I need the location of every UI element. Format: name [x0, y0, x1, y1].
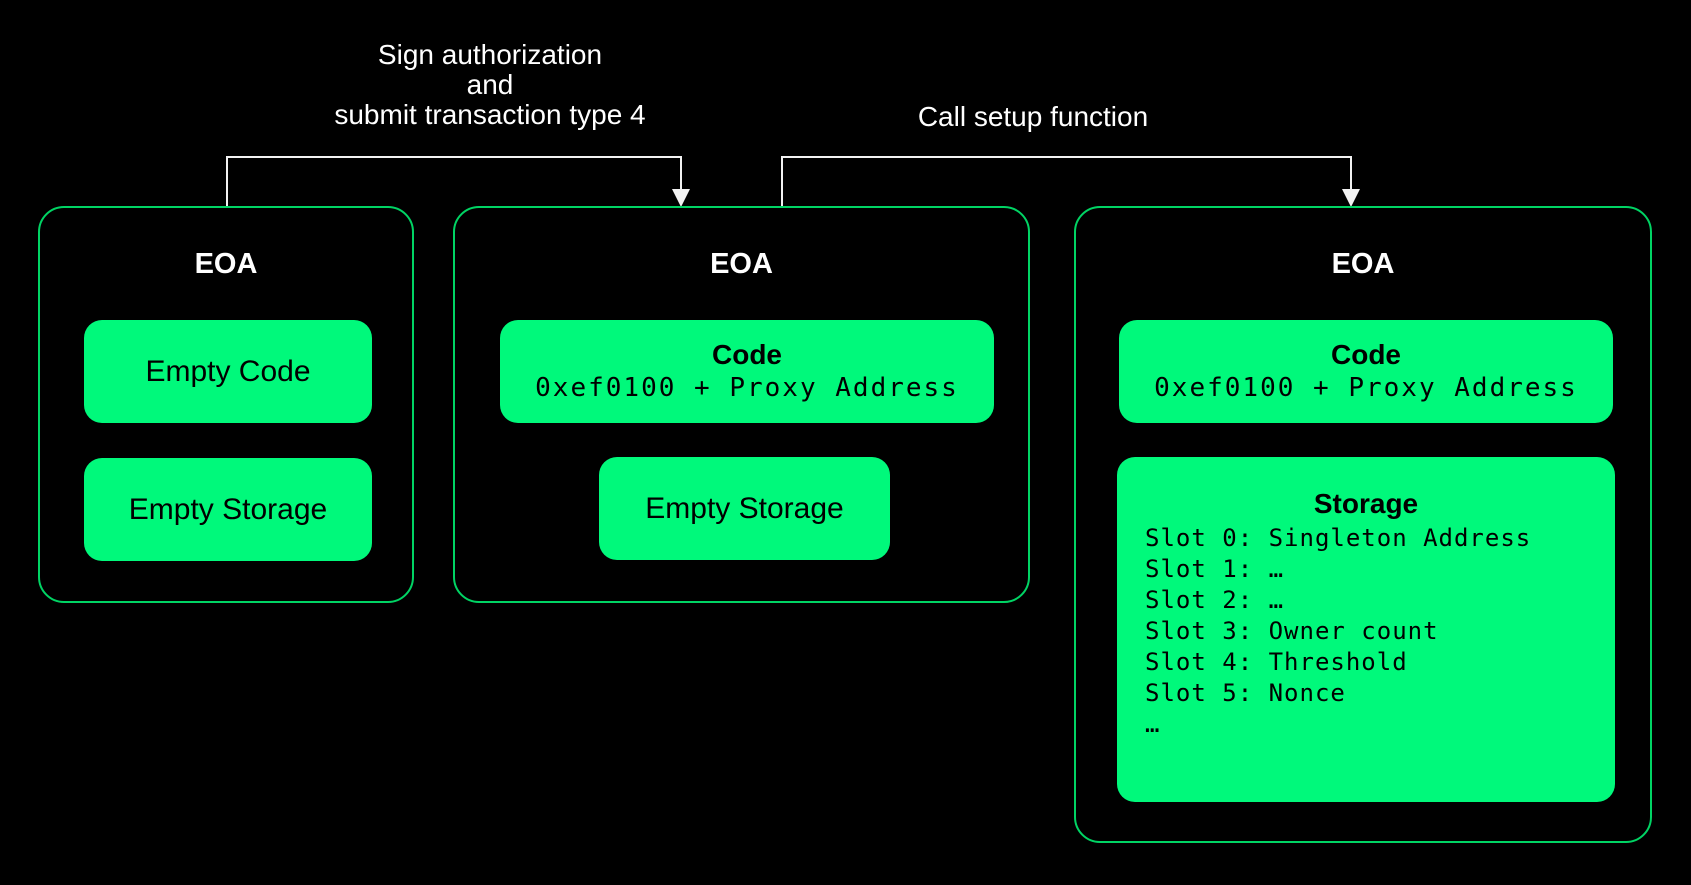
- storage-slot-item: Slot 1: …: [1145, 555, 1285, 583]
- eoa-box-3-code-subtitle: 0xef0100 + Proxy Address: [1154, 373, 1578, 403]
- eoa-box-1: EOA Empty Code Empty Storage: [38, 206, 414, 603]
- storage-slot-item: Slot 2: …: [1145, 586, 1285, 614]
- eoa-box-3-storage-title: Storage: [1313, 488, 1419, 519]
- connector1-horizontal: [226, 156, 682, 158]
- eoa-box-1-storage-pill: Empty Storage: [84, 458, 372, 561]
- eoa-box-2: EOA Code 0xef0100 + Proxy Address Empty …: [453, 206, 1030, 603]
- eoa-box-1-storage-label: Empty Storage: [128, 492, 328, 526]
- storage-slot-list: Slot 0: Singleton Address Slot 1: … Slot…: [1117, 523, 1615, 740]
- eoa-box-2-storage-label: Empty Storage: [645, 491, 844, 525]
- connector-label-line: and: [466, 69, 514, 100]
- storage-slot-item: Slot 0: Singleton Address: [1145, 524, 1532, 552]
- connector1-vertical-start: [226, 157, 228, 207]
- storage-slot-item: Slot 3: Owner count: [1145, 617, 1439, 645]
- storage-slot-item: Slot 5: Nonce: [1145, 679, 1346, 707]
- connector-label-sign-authorization: Sign authorization and submit transactio…: [240, 40, 740, 130]
- eoa-box-2-title: EOA: [710, 248, 773, 280]
- eoa-box-2-storage-pill: Empty Storage: [599, 457, 890, 560]
- connector-label-call-setup-function: Call setup function: [917, 101, 1149, 132]
- eoa-box-1-code-label: Empty Code: [145, 354, 311, 388]
- connector2-vertical-start: [781, 157, 783, 207]
- eoa-box-3-storage-pill: Storage Slot 0: Singleton Address Slot 1…: [1117, 457, 1615, 802]
- connector2-arrowhead-icon: [1342, 189, 1360, 207]
- connector1-vertical-end: [680, 156, 682, 191]
- storage-slot-item: …: [1145, 710, 1161, 738]
- connector1-arrowhead-icon: [672, 189, 690, 207]
- eoa-box-3-code-pill: Code 0xef0100 + Proxy Address: [1119, 320, 1613, 423]
- connector2-vertical-end: [1350, 156, 1352, 191]
- eoa-box-1-title: EOA: [194, 248, 258, 280]
- connector2-horizontal: [781, 156, 1352, 158]
- connector-label-line: Sign authorization: [377, 39, 603, 70]
- eoa-box-2-code-pill: Code 0xef0100 + Proxy Address: [500, 320, 994, 423]
- eoa-box-2-code-subtitle: 0xef0100 + Proxy Address: [535, 373, 959, 403]
- eoa-box-3-code-title: Code: [1331, 339, 1401, 370]
- eoa-box-1-code-pill: Empty Code: [84, 320, 372, 423]
- eoa-box-2-code-title: Code: [712, 339, 782, 370]
- storage-slot-item: Slot 4: Threshold: [1145, 648, 1408, 676]
- eoa-box-3-title: EOA: [1331, 248, 1395, 280]
- eoa-box-3: EOA Code 0xef0100 + Proxy Address Storag…: [1074, 206, 1652, 843]
- connector-label-line: submit transaction type 4: [334, 99, 646, 130]
